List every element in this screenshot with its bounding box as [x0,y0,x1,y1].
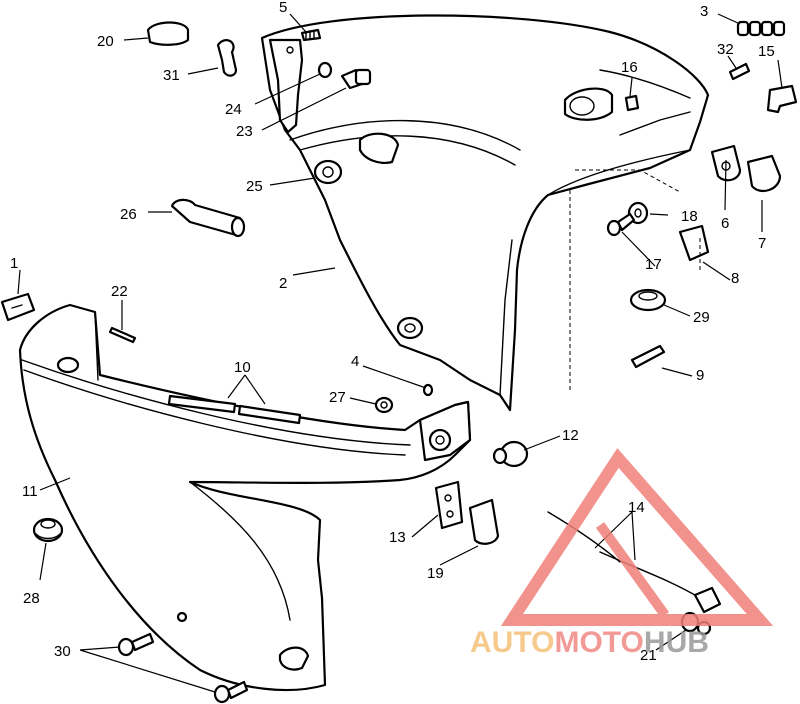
part-27-nut [374,396,394,414]
callout-8: 8 [731,270,739,287]
watermark-triangle-inner [595,522,670,618]
part-5-screw [300,28,322,42]
callout-24: 24 [225,101,242,118]
callout-16: 16 [621,59,638,76]
part-7-latch-pad [746,154,782,193]
callout-15: 15 [758,43,775,60]
part-25-grommet [313,159,343,185]
callout-23: 23 [236,123,253,140]
callout-14: 14 [628,499,645,516]
watermark-text-hub: HUB [644,626,709,659]
callout-17: 17 [645,256,662,273]
watermark-text-auto: AUTO [470,626,554,659]
watermark-triangle-outer [500,448,774,626]
upper-cowl-part [260,14,710,412]
callout-26: 26 [120,206,137,223]
callout-30: 30 [54,643,71,660]
part-31-spring-clip [216,39,238,77]
part-24-washer [317,61,333,79]
callout-11: 11 [22,483,38,500]
callout-10: 10 [234,359,251,376]
callout-3: 3 [700,3,708,20]
callout-18: 18 [681,208,698,225]
watermark-logo [500,448,774,626]
callout-13: 13 [389,529,406,546]
part-22-pin [108,326,137,344]
callout-12: 12 [562,427,579,444]
callout-19: 19 [427,565,444,582]
part-4-washer [422,383,434,397]
callout-7: 7 [758,235,766,252]
leader-lines [17,13,783,693]
callout-29: 29 [693,309,710,326]
part-32-screw [728,62,751,81]
callout-2: 2 [279,275,287,292]
watermark-text-moto: MOTO [554,626,643,659]
part-15-bracket [766,84,798,114]
part-20-latch [146,21,190,46]
callout-1: 1 [10,255,18,272]
callout-20: 20 [97,33,114,50]
part-12-grommet [492,440,529,468]
lower-cowl-part [18,303,472,692]
callout-21: 21 [640,647,657,664]
callout-labels: 1 2 3 4 5 6 7 8 9 10 11 12 13 14 15 16 1… [10,0,775,664]
alignment-lines [569,169,701,390]
callout-31: 31 [163,67,180,84]
part-16-bushing [624,94,640,112]
part-17-bolt [606,212,636,237]
callout-22: 22 [111,283,128,300]
part-28-grommet [32,517,64,543]
callout-9: 9 [696,367,704,384]
part-3-clip-strip [736,20,786,37]
part-30-screws [117,611,249,704]
callout-6: 6 [721,215,729,232]
part-8-bracket [678,224,710,262]
part-1-seal [0,292,36,322]
part-26-handle [170,198,246,238]
part-14-cable [547,511,722,614]
svg-text:AUTOMOTOHUB: AUTOMOTOHUB [470,626,709,659]
part-13-clip [434,480,464,530]
callout-5: 5 [279,0,287,16]
callout-4: 4 [351,353,359,370]
part-9-screw [630,344,666,369]
part-29-grommet [629,288,667,312]
part-23-bolt [340,68,372,90]
watermark: AUTOMOTOHUB [470,448,774,659]
callout-25: 25 [246,178,263,195]
callout-32: 32 [717,41,734,58]
callout-28: 28 [23,590,40,607]
part-19-pad [468,498,500,545]
callout-27: 27 [329,389,346,406]
part-10-pins [167,394,302,425]
